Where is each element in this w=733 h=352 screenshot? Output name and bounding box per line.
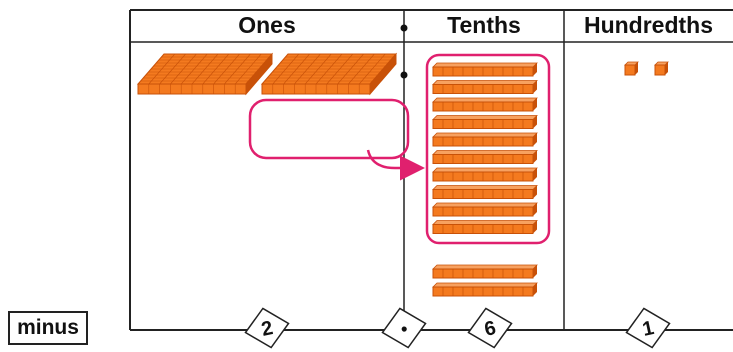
- digit-card-tenths: 6: [467, 307, 513, 349]
- operation-label-minus: minus: [8, 311, 88, 345]
- digit-card-hundredths: 1: [625, 307, 671, 349]
- decimal-dot-row: [400, 71, 408, 79]
- header-ones: Ones: [238, 12, 296, 38]
- tenths-rod-5: [432, 132, 538, 147]
- tenths-rod-1: [432, 62, 538, 77]
- tenths-rod-4: [432, 115, 538, 129]
- tenths-rod-7: [432, 167, 538, 182]
- tenths-rod-3: [432, 97, 538, 112]
- digit-card-decimal-point: •: [381, 307, 427, 349]
- regroup-highlight-tenths: [425, 53, 551, 245]
- digit-card-tenths-text: 6: [482, 317, 497, 341]
- regroup-arrow: [366, 149, 425, 181]
- tenths-rod-extra-2: [432, 282, 538, 297]
- tenths-rod-9: [432, 202, 538, 217]
- hundredths-cube-2: [654, 61, 669, 76]
- header-hundredths: Hundredths: [583, 12, 714, 38]
- tenths-rod-10: [432, 220, 538, 234]
- tenths-rod-2: [432, 80, 538, 94]
- ones-flat-1: [136, 52, 274, 96]
- ones-flat-2: [260, 52, 398, 96]
- decimal-dot-header: [400, 24, 408, 32]
- tenths-rod-extra-1: [432, 264, 538, 279]
- digit-card-hundredths-text: 1: [640, 317, 655, 341]
- digit-card-ones: 2: [244, 307, 290, 349]
- digit-card-ones-text: 2: [259, 317, 274, 341]
- tenths-rod-6: [432, 150, 538, 164]
- digit-card-decimal-point-text: •: [399, 319, 409, 340]
- tenths-rod-8: [432, 185, 538, 199]
- regroup-highlight-flat: [248, 98, 410, 160]
- header-tenths: Tenths: [447, 12, 521, 38]
- hundredths-cube-1: [624, 61, 639, 76]
